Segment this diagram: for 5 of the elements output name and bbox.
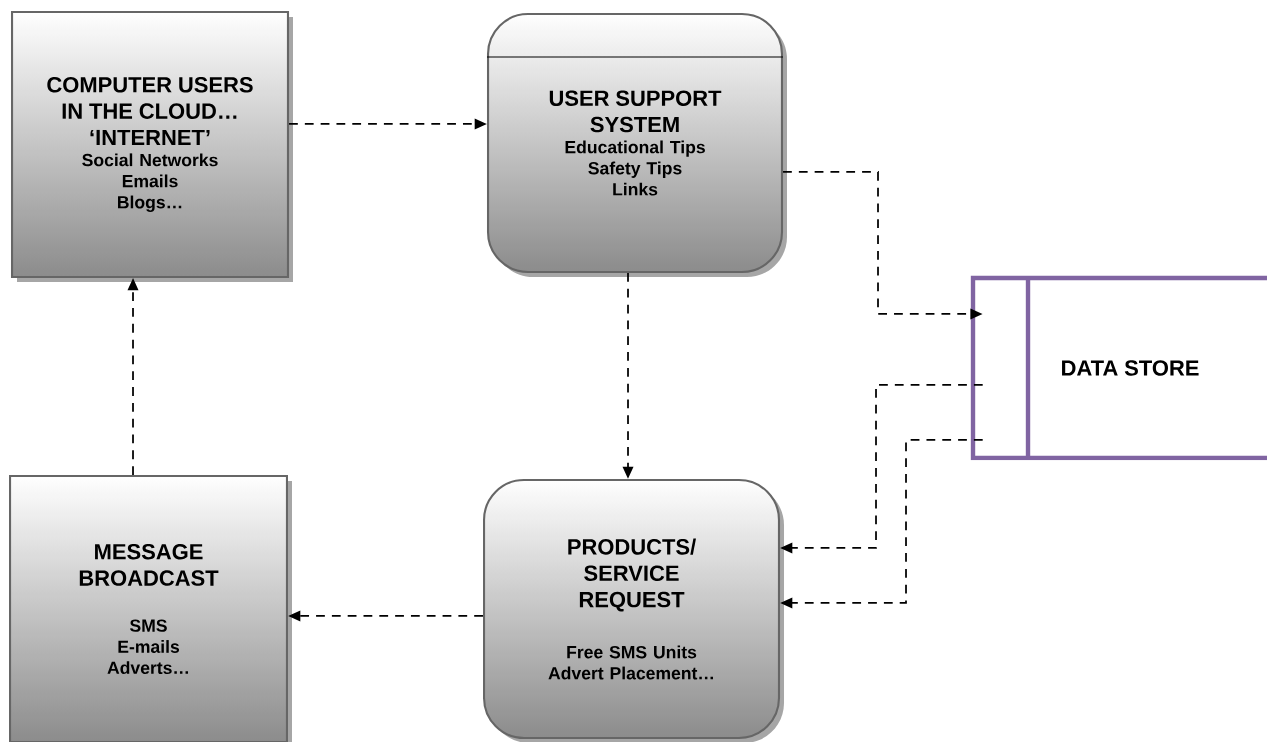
process-box: COMPUTER USERS IN THE CLOUD… ‘INTERNET’ Social Networks Emails Blogs… xyxy=(11,10,293,282)
process-box: PRODUCTS/ SERVICE REQUEST Free SMS Units Advert Placement… xyxy=(483,478,784,742)
process-box: MESSAGE BROADCAST SMS E-mails Adverts… xyxy=(9,474,292,742)
process-box: USER SUPPORT SYSTEM Educational Tips Safety Tips Links xyxy=(486,12,787,277)
data-store: DATA STORE xyxy=(970,275,1267,461)
